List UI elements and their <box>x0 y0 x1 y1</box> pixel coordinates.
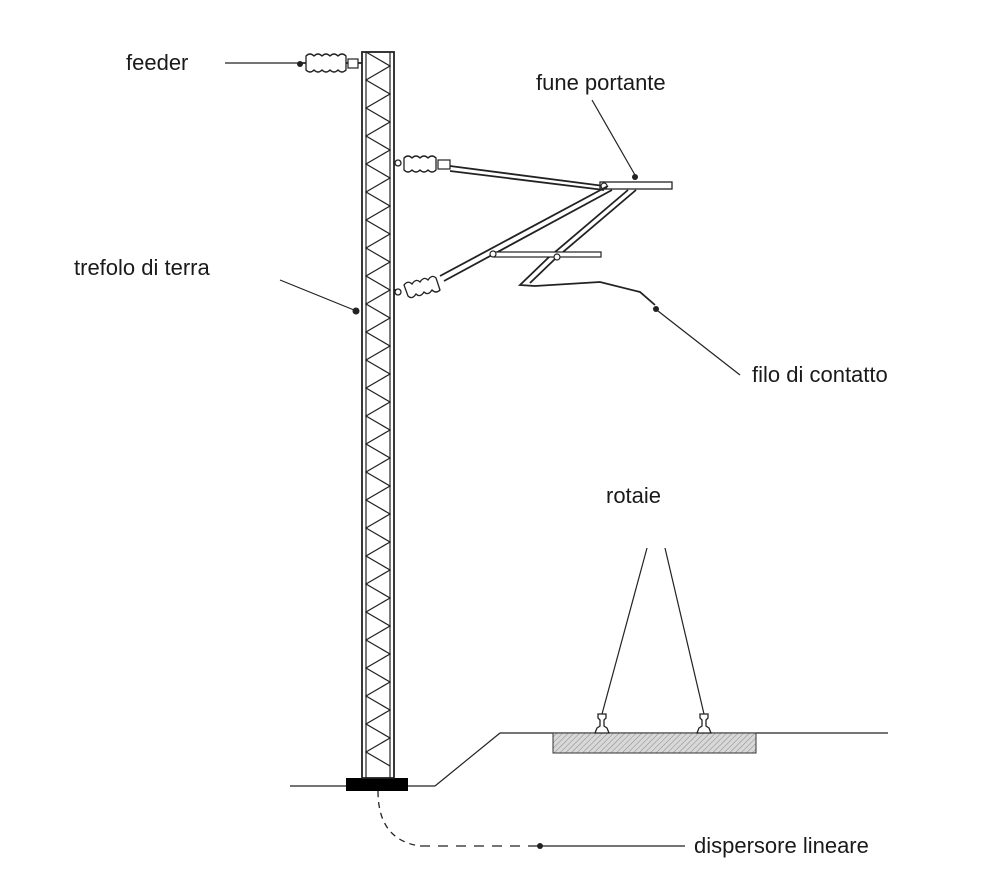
feeder-insulator <box>297 53 362 73</box>
label-fune-portante: fune portante <box>536 70 666 95</box>
rail-left <box>594 713 610 734</box>
label-trefolo-di-terra: trefolo di terra <box>74 255 210 280</box>
leader-lines <box>225 62 741 849</box>
earth-clamp <box>352 307 360 315</box>
label-rotaie: rotaie <box>606 483 661 508</box>
label-filo-di-contatto: filo di contatto <box>752 362 888 387</box>
lower-bracket <box>394 185 659 312</box>
label-dispersore-lineare: dispersore lineare <box>694 833 869 858</box>
upper-bracket <box>394 155 673 191</box>
rail-right <box>696 713 712 734</box>
track-bed <box>552 732 757 754</box>
label-feeder: feeder <box>126 50 188 75</box>
pole-foundation <box>346 778 408 791</box>
lattice-pole <box>361 51 395 779</box>
